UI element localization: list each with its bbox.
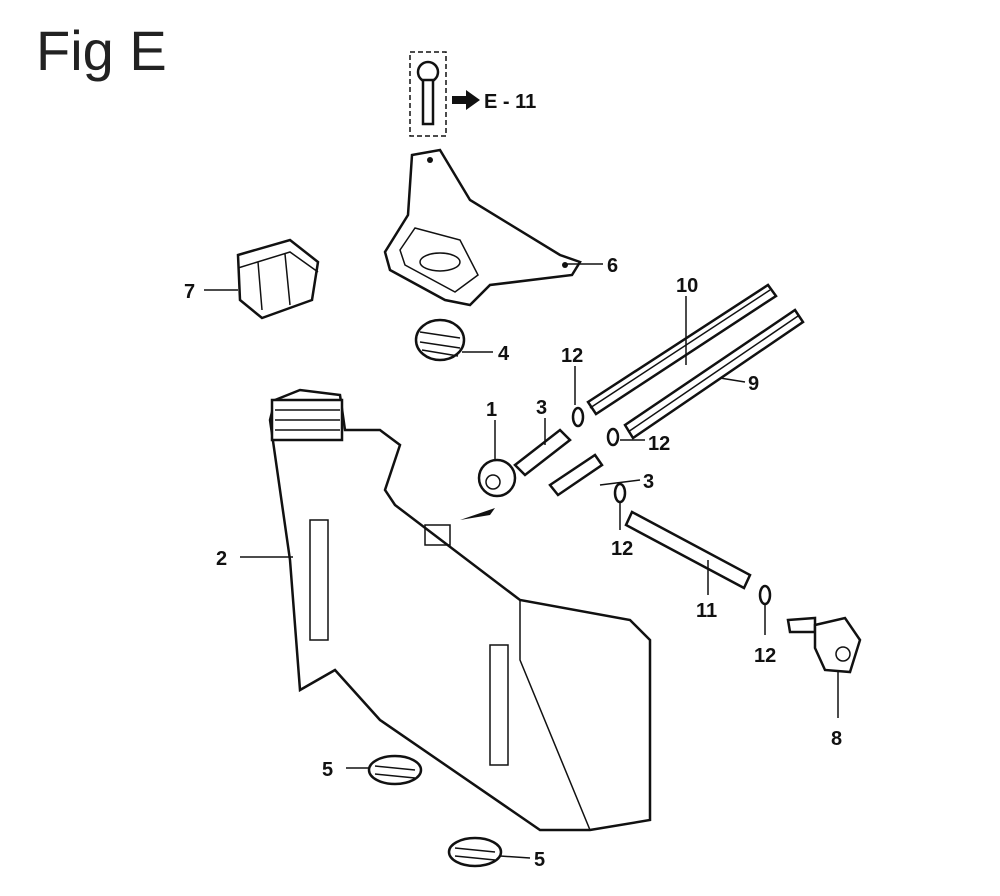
clip-12a	[571, 406, 585, 428]
callout-12: 12	[754, 645, 776, 667]
clip-12d	[758, 584, 772, 606]
callout-3: 3	[643, 471, 654, 493]
part-11-tube	[624, 510, 752, 590]
part-5-foot-upper	[367, 754, 423, 786]
callout-5: 5	[322, 759, 333, 781]
callout-5: 5	[534, 849, 545, 871]
callout-7: 7	[184, 281, 195, 303]
reference-label: E - 11	[484, 91, 536, 113]
callout-3: 3	[536, 397, 547, 419]
callout-1: 1	[486, 399, 497, 421]
part-1-grommet	[460, 458, 517, 520]
part-6-bracket	[383, 148, 582, 307]
part-4-grommet	[414, 318, 466, 362]
part-3-fitting-lower	[548, 453, 604, 497]
clip-12c	[613, 482, 627, 504]
callout-2: 2	[216, 548, 227, 570]
callout-8: 8	[831, 728, 842, 750]
callout-12: 12	[561, 345, 583, 367]
clip-12b	[606, 427, 620, 447]
callout-10: 10	[676, 275, 698, 297]
callout-4: 4	[498, 343, 510, 365]
part-9-tube	[623, 308, 805, 440]
bolt-reference: E - 11	[409, 51, 536, 137]
part-5-foot-lower	[447, 836, 503, 868]
part-3-fitting-upper	[513, 428, 572, 477]
callout-9: 9	[748, 373, 759, 395]
callout-11: 11	[696, 600, 717, 622]
figure-title: Fig E	[36, 19, 167, 82]
part-2-tank	[268, 388, 652, 832]
callout-6: 6	[607, 255, 618, 277]
callout-12: 12	[611, 538, 633, 560]
callout-12: 12	[648, 433, 670, 455]
part-8-filter	[786, 616, 862, 674]
arrow-icon	[452, 90, 480, 110]
part-7-cap	[236, 238, 320, 320]
part-10-tube	[586, 283, 778, 416]
